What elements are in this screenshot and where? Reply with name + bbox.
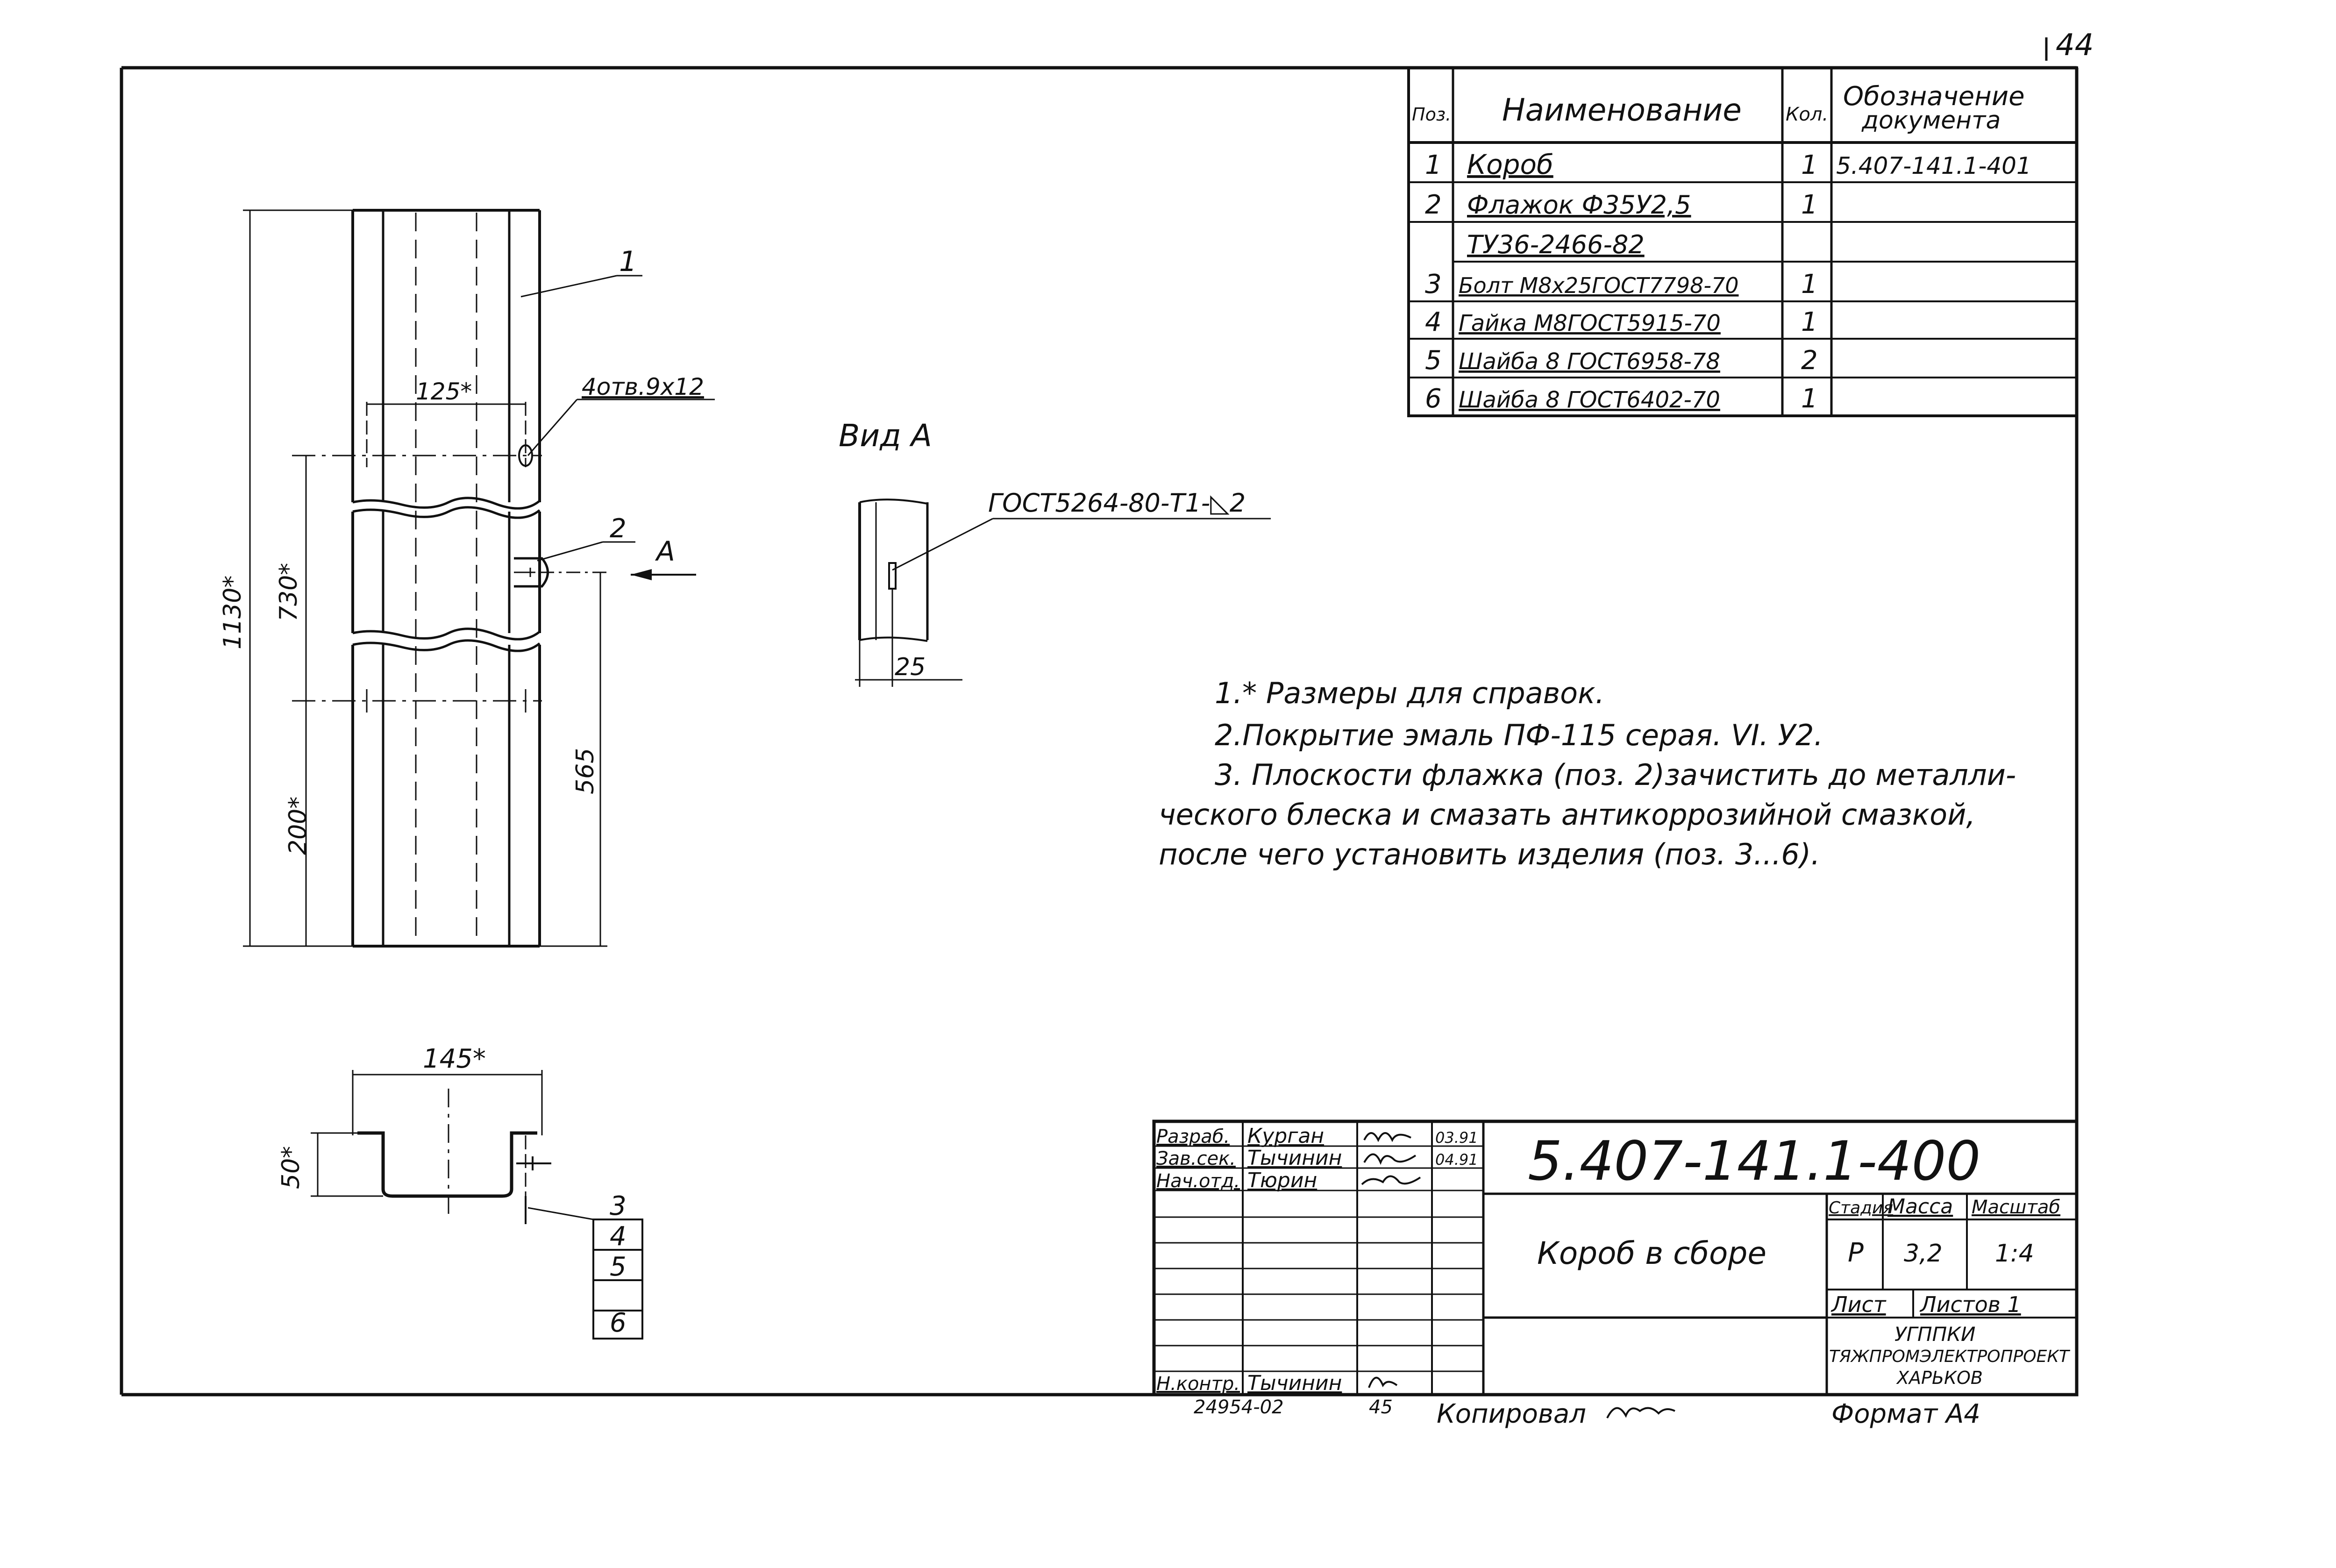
dim-50: 50* <box>277 1146 305 1189</box>
spec-row-pos: 2 <box>1425 190 1442 220</box>
spec-row-qty: 1 <box>1801 384 1818 414</box>
product-name: Короб в сборе <box>1537 1235 1766 1271</box>
footer: 24954-02 45 Копировал Формат А4 <box>1194 1397 1980 1429</box>
copied-label: Копировал <box>1437 1399 1586 1429</box>
copier-signature <box>1606 1407 1675 1418</box>
leader-label-2: 2 <box>610 513 627 544</box>
role-name: Тюрин <box>1247 1169 1317 1192</box>
spec-header-name: Наименование <box>1502 92 1742 128</box>
dim-565: 565 <box>571 748 599 794</box>
specification-table: Поз. Наименование Кол. Обозначение докум… <box>1407 66 2078 417</box>
spec-row-qty: 1 <box>1801 307 1818 337</box>
position-label: 4 <box>610 1221 627 1252</box>
note-line: 1.* Размеры для справок. <box>1215 676 1604 710</box>
org-name: ХАРЬКОВ <box>1896 1368 1983 1388</box>
org-name: УГППКИ <box>1894 1323 1975 1346</box>
spec-row-name: Шайба 8 ГОСТ6958-78 <box>1459 349 1720 375</box>
holes-note: 4отв.9х12 <box>582 373 704 400</box>
signature <box>1363 1153 1417 1165</box>
signature <box>1361 1175 1421 1185</box>
title-block: 5.407-141.1-400 Разраб. Курган 03.91 Зав… <box>1152 1119 2079 1397</box>
technical-notes: 1.* Размеры для справок. 2.Покрытие эмал… <box>1159 676 2016 871</box>
spec-header-doc: Обозначение <box>1843 81 2025 112</box>
role-name: Тычинин <box>1247 1146 1342 1170</box>
spec-row-qty: 2 <box>1801 345 1818 376</box>
role-label: Нач.отд. <box>1156 1170 1240 1192</box>
signature <box>1368 1376 1398 1388</box>
spec-row-name: Короб <box>1467 149 1553 180</box>
stage-value: Р <box>1848 1238 1864 1268</box>
norm-control-name: Тычинин <box>1247 1371 1342 1395</box>
sheet-number: 44 <box>2056 28 2094 63</box>
position-label: 6 <box>610 1308 627 1338</box>
scale-label: Масштаб <box>1972 1197 2060 1218</box>
doc-number: 5.407-141.1-400 <box>1528 1130 1980 1193</box>
spec-header-pos: Поз. <box>1412 104 1451 125</box>
role-name: Курган <box>1247 1124 1324 1148</box>
dim-200: 200* <box>284 797 312 855</box>
spec-header-qty: Кол. <box>1786 104 1828 125</box>
spec-row-pos: 4 <box>1425 307 1442 337</box>
leader-label-1: 1 <box>619 245 637 278</box>
spec-row-name: ТУ36-2466-82 <box>1467 230 1645 259</box>
spec-row-pos: 6 <box>1425 384 1442 414</box>
stage-label: Стадия <box>1829 1198 1893 1218</box>
role-date: 03.91 <box>1435 1129 1478 1147</box>
view-a: Вид А ГОСТ5264-80-Т1-◺2 25 <box>839 418 1271 687</box>
dim-25: 25 <box>895 653 926 681</box>
view-arrow-label: А <box>655 535 675 567</box>
note-line: после чего установить изделия (поз. 3...… <box>1159 837 1820 871</box>
spec-row-qty: 1 <box>1801 150 1818 180</box>
org-name: ТЯЖПРОМЭЛЕКТРОПРОЕКТ <box>1829 1347 2071 1366</box>
position-label: 3 <box>610 1191 627 1221</box>
spec-row-pos: 5 <box>1425 345 1442 376</box>
spec-row-name: Гайка М8ГОСТ5915-70 <box>1459 310 1721 336</box>
section-view: 145* 50* 3 4 5 6 <box>277 1044 643 1340</box>
norm-control-label: Н.контр. <box>1156 1373 1240 1395</box>
spec-row-doc: 5.407-141.1-401 <box>1836 152 2031 179</box>
role-date: 04.91 <box>1435 1151 1478 1169</box>
spec-row-name: Шайба 8 ГОСТ6402-70 <box>1459 387 1720 413</box>
mass-value: 3,2 <box>1904 1240 1943 1268</box>
signature <box>1363 1132 1411 1142</box>
spec-row-qty: 1 <box>1801 269 1818 299</box>
spec-row-qty: 1 <box>1801 190 1818 220</box>
dim-1130: 1130* <box>219 576 247 649</box>
archive-number: 24954-02 <box>1194 1397 1284 1418</box>
dim-125: 125* <box>416 378 472 405</box>
role-label: Зав.сек. <box>1156 1148 1236 1169</box>
spec-header-doc-2: документа <box>1861 107 2001 135</box>
dim-145: 145* <box>423 1044 486 1074</box>
view-a-title: Вид А <box>839 418 932 454</box>
note-line: 2.Покрытие эмаль ПФ-115 серая. VI. У2. <box>1215 718 1823 752</box>
weld-note: ГОСТ5264-80-Т1-◺2 <box>988 488 1246 518</box>
position-label: 5 <box>610 1252 627 1282</box>
sheet-label: Лист <box>1830 1292 1887 1317</box>
scale-value: 1:4 <box>1995 1240 2034 1268</box>
spec-row-name: Болт М8х25ГОСТ7798-70 <box>1459 273 1738 298</box>
format-label: Формат А4 <box>1831 1399 1980 1429</box>
sheets-label: Листов 1 <box>1919 1292 2021 1317</box>
duct-front-view: 1 4отв.9х12 2 А 125* 1130* 730* 200* 565 <box>219 209 715 948</box>
mass-label: Масса <box>1887 1195 1953 1219</box>
spec-row-pos: 3 <box>1425 269 1442 299</box>
note-line: 3. Плоскости флажка (поз. 2)зачистить до… <box>1215 758 2016 792</box>
footer-number: 45 <box>1369 1397 1393 1418</box>
dim-730: 730* <box>275 563 303 621</box>
note-line: ческого блеска и смазать антикоррозийной… <box>1159 798 1975 832</box>
spec-row-name: Флажок Ф35У2,5 <box>1467 190 1691 220</box>
role-label: Разраб. <box>1156 1126 1230 1147</box>
spec-row-pos: 1 <box>1425 150 1442 180</box>
